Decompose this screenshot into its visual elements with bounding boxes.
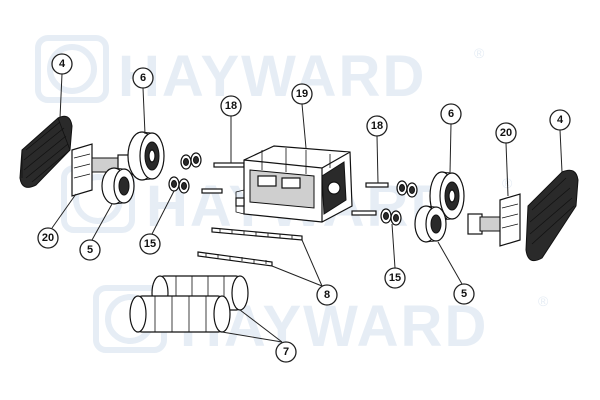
- callout-6-left: 6: [132, 67, 154, 89]
- callout-15-right: 15: [384, 267, 406, 289]
- callout-label: 5: [461, 288, 467, 300]
- right-track: [525, 169, 579, 262]
- leader-lines: [51, 73, 563, 343]
- watermark-reg-top: ®: [474, 45, 485, 61]
- callout-8: 8: [316, 284, 338, 306]
- rollers: [129, 275, 249, 333]
- watermark-top: HAYWARD ®: [35, 35, 485, 109]
- callout-5-left: 5: [79, 239, 101, 261]
- left-large-wheel: [127, 131, 165, 181]
- right-pins: [351, 182, 389, 216]
- callout-label: 18: [225, 100, 237, 112]
- callout-7: 7: [275, 341, 297, 363]
- callout-4-right: 4: [549, 109, 571, 131]
- callout-6-right: 6: [440, 103, 462, 125]
- right-shaft-mount: [467, 193, 521, 247]
- callout-19: 19: [291, 83, 313, 105]
- callout-4-left: 4: [51, 53, 73, 75]
- callout-label: 4: [557, 114, 564, 126]
- callout-label: 20: [42, 232, 54, 244]
- watermark-brand-top: HAYWARD: [118, 44, 426, 109]
- callout-label: 7: [283, 346, 289, 358]
- callout-label: 15: [144, 238, 156, 250]
- callout-label: 5: [87, 244, 93, 256]
- left-track: [19, 115, 73, 188]
- callout-label: 6: [140, 72, 146, 84]
- callout-20-right: 20: [495, 122, 517, 144]
- callout-label: 6: [448, 108, 454, 120]
- callout-5-right: 5: [453, 283, 475, 305]
- watermark-reg-bottom: ®: [538, 293, 549, 309]
- callout-20-left: 20: [37, 227, 59, 249]
- callout-label: 18: [371, 120, 383, 132]
- callout-15-left: 15: [139, 233, 161, 255]
- right-bushings: [380, 180, 418, 226]
- callout-label: 20: [500, 127, 512, 139]
- callout-label: 8: [324, 289, 330, 301]
- callout-label: 19: [296, 88, 308, 100]
- long-axles: [197, 227, 303, 267]
- chassis: [235, 145, 353, 223]
- callout-label: 15: [389, 272, 401, 284]
- callout-18-left: 18: [220, 95, 242, 117]
- callout-label: 4: [59, 58, 66, 70]
- left-bushings: [168, 152, 202, 194]
- right-small-wheel: [414, 205, 447, 243]
- left-small-wheel: [101, 167, 135, 205]
- callout-18-right: 18: [366, 115, 388, 137]
